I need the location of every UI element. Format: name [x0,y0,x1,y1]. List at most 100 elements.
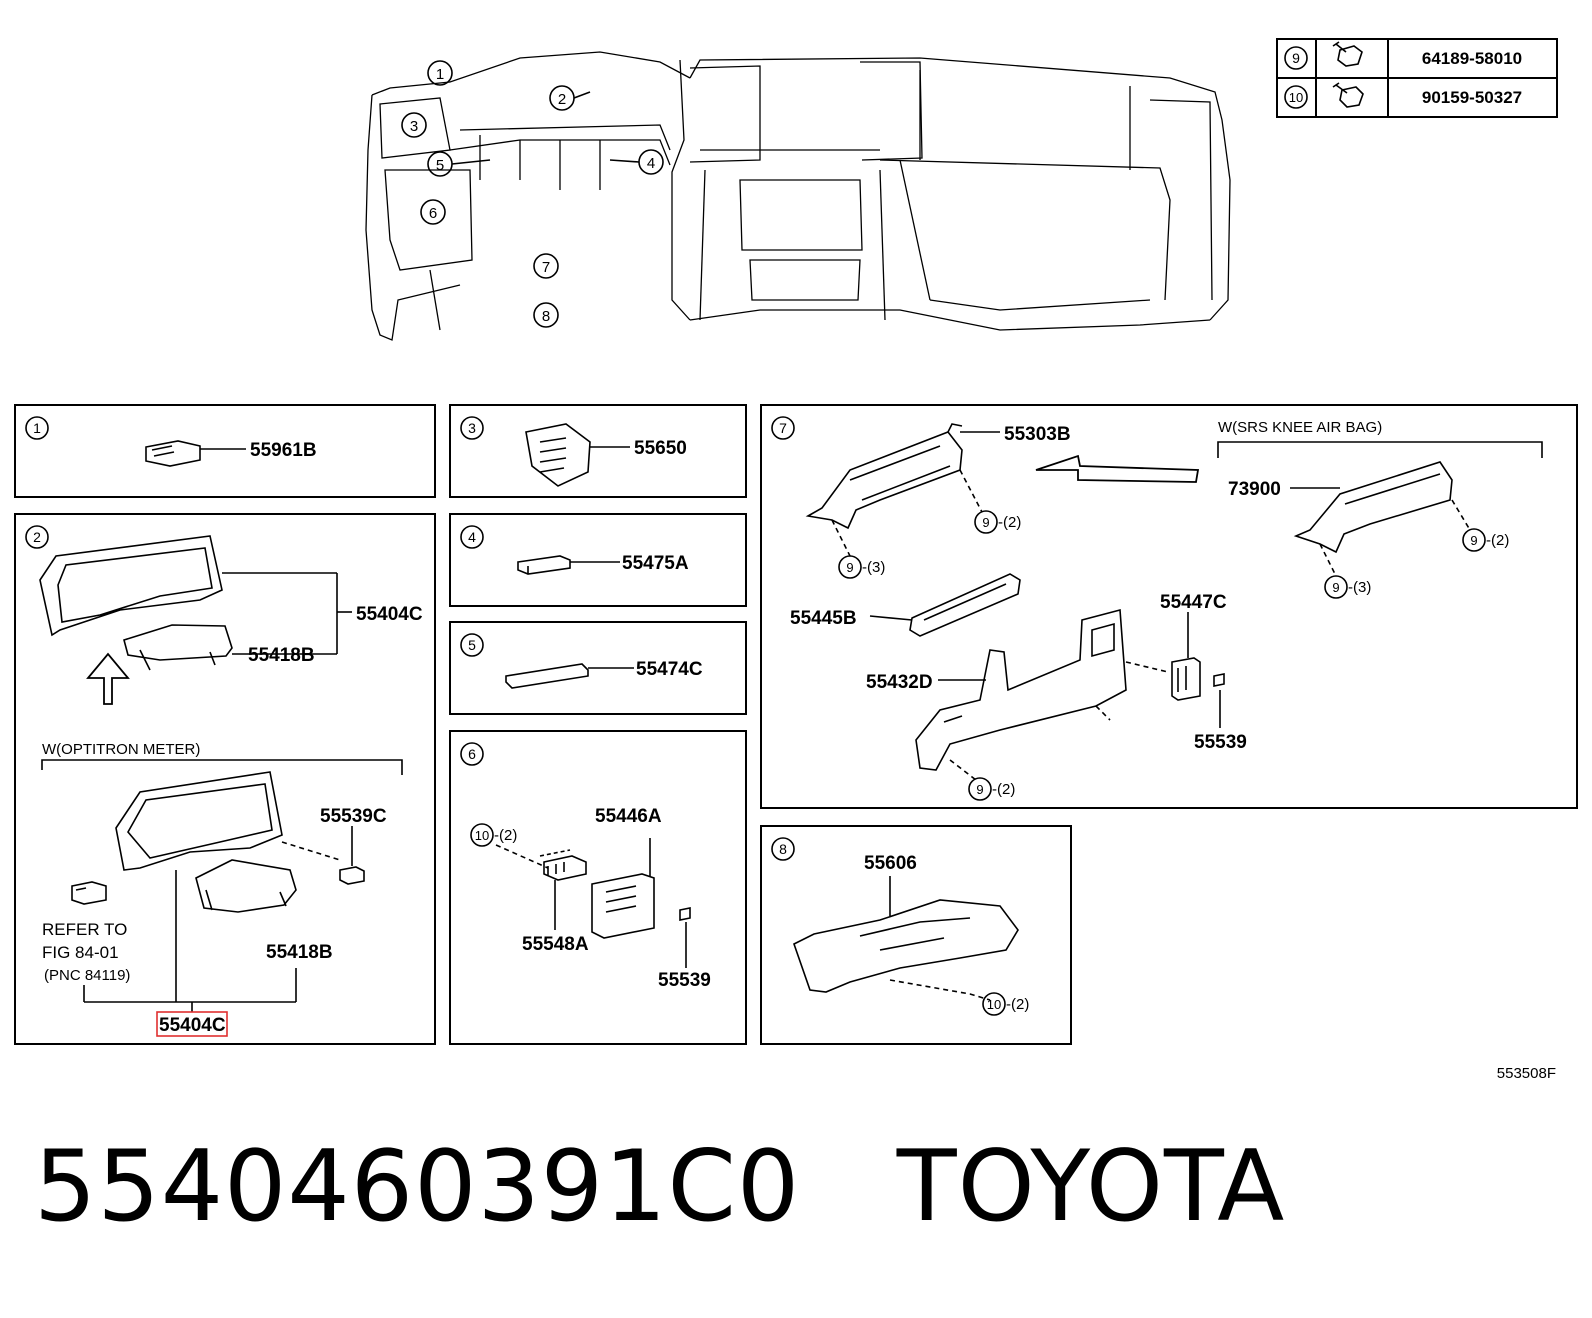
panel-6-ref: 6 [468,746,476,762]
part-label-55475a: 55475A [622,553,689,574]
part-label-55539-p6: 55539 [658,970,711,991]
meter-cluster-bezel-shape [123,624,233,671]
part-55445b-shape [909,573,1021,637]
bolt-callout-9-e: 9 [976,782,983,797]
part-55539-shape-p7 [1213,673,1225,687]
panel-1: 1 55961B [14,404,436,498]
svg-text:7: 7 [542,259,550,276]
highlight-box [156,1011,228,1037]
part-label-55404c-highlighted: 55404C [159,1015,226,1036]
bolt-callout-9-a: 9 [982,515,989,530]
panel-8: 8 55606 10 -(2) [760,825,1072,1045]
fastener-ref-9: 9 [1292,50,1300,66]
part-55548a-shape [543,855,587,881]
svg-text:1: 1 [436,66,444,83]
bolt-callout-10-p8: 10 [987,997,1001,1012]
part-label-55539c: 55539C [320,806,387,827]
refer-line-1: REFER TO [42,920,127,939]
bolt-qty-9-e: -(2) [992,781,1015,798]
part-label-55606: 55606 [864,853,917,874]
optitron-meter-hood-shape [115,771,283,871]
panel-2-ref: 2 [33,529,41,545]
callout-6: 6 [420,199,446,225]
part-55475a-shape [517,555,571,575]
callout-8: 8 [533,302,559,328]
panel-5-ref: 5 [468,637,476,653]
part-label-55474c: 55474C [636,659,703,680]
bolt-qty-9-a: -(2) [998,514,1021,531]
part-55446a-shape [591,873,655,939]
panel-3-ref: 3 [468,420,476,436]
bolt-qty-9-b: -(3) [862,559,885,576]
panel-3: 3 55650 [449,404,747,498]
bolt-qty-9-d: -(3) [1348,579,1371,596]
fastener-row-9: 9 64189-58010 [1284,41,1522,70]
fastener-part-10: 90159-50327 [1422,88,1522,107]
part-label-55418b-top: 55418B [248,645,315,666]
svg-text:3: 3 [410,118,418,135]
part-label-55650: 55650 [634,438,687,459]
part-55606-shape [793,899,1019,993]
callout-7: 7 [533,253,559,279]
panel-7: 7 55303B 9 -(2) 9 -(3) W(SRS KNEE AIR BA… [760,404,1578,809]
fastener-table: 9 64189-58010 10 90159-50327 [1276,38,1558,118]
panel-7-ref: 7 [779,420,787,436]
knee-bracket-shape [805,431,963,530]
footer-part-number: 5540460391C0 [34,1130,801,1244]
svg-text:2: 2 [558,91,566,108]
bolt-callout-9-b: 9 [846,560,853,575]
figure-code: 553508F [1497,1065,1556,1082]
callout-1: 1 [427,60,453,86]
panel-6: 6 10 -(2) 55548A 55446A 55539 [449,730,747,1045]
overview-callouts: 1 2 3 5 4 6 7 8 [401,60,664,328]
part-label-55404c-top: 55404C [356,604,423,625]
part-55961b-shape [145,440,201,467]
svg-text:4: 4 [647,155,655,172]
svg-text:5: 5 [436,157,444,174]
bolt-callout-9-d: 9 [1332,580,1339,595]
panel-2: 2 55404C 55418B W(OPTITRON METER) 55539C… [14,513,436,1045]
part-label-55303b: 55303B [1004,424,1071,445]
part-label-55445b: 55445B [790,608,857,629]
part-55539-shape-p6 [679,907,691,921]
bolt-callout-9-c: 9 [1470,533,1477,548]
part-55474c-shape [505,663,589,689]
part-label-55432d: 55432D [866,672,933,693]
bolt-callout-10: 10 [475,828,489,843]
bolt-icon [1332,41,1363,67]
footer-brand: TOYOTA [896,1130,1286,1244]
part-label-55446a: 55446A [595,806,662,827]
part-label-55539-p7: 55539 [1194,732,1247,753]
fastener-ref-10: 10 [1289,90,1303,105]
part-label-73900: 73900 [1228,479,1281,500]
part-label-55447c: 55447C [1160,592,1227,613]
switch-shape [71,881,107,905]
panel-1-ref: 1 [33,420,41,436]
svg-text:6: 6 [429,205,437,222]
callout-2: 2 [549,85,591,111]
part-55432d-shape [915,608,1127,771]
refer-line-2: FIG 84-01 [42,943,119,962]
air-vent-shape [525,423,591,487]
panel-4: 4 55475A [449,513,747,607]
overview-dash-drawing [365,51,1231,341]
part-label-55961b: 55961B [250,440,317,461]
arrow-left-icon [1035,454,1200,483]
callout-5: 5 [427,151,491,177]
variant-label-srs-knee-air-bag: W(SRS KNEE AIR BAG) [1218,419,1382,436]
panel-4-ref: 4 [468,529,476,545]
bolt-qty-9-c: -(2) [1486,532,1509,549]
svg-text:8: 8 [542,308,550,325]
part-55447c-shape [1171,657,1201,701]
part-55539c-shape [339,866,365,885]
meter-hood-shape [39,535,223,637]
panel-5: 5 55474C [449,621,747,715]
callout-4: 4 [609,149,664,175]
footer-title: 5540460391C0 TOYOTA [34,1130,1285,1244]
arrow-up-icon [86,652,130,705]
fastener-part-9: 64189-58010 [1422,49,1522,68]
part-label-55418b-bottom: 55418B [266,942,333,963]
part-label-55548a: 55548A [522,934,589,955]
variant-label-optitron: W(OPTITRON METER) [42,741,200,758]
